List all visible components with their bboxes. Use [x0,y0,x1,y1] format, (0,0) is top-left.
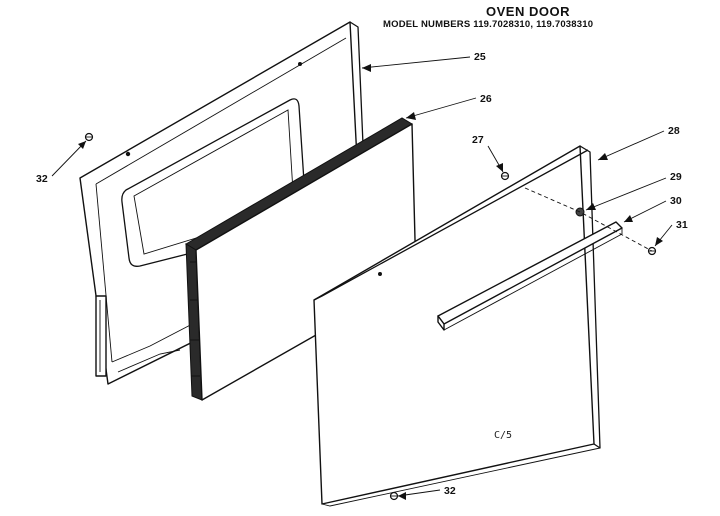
glass-pack-with-gasket [185,117,417,401]
callout-30: 30 [670,195,682,207]
spacer-29 [575,207,585,217]
callout-31: 31 [676,219,688,231]
diagram-title: OVEN DOOR [486,4,570,19]
callout-28: 28 [668,125,680,137]
drawing-code: C/5 [494,430,513,441]
callout-32-bottom: 32 [444,485,456,497]
model-numbers: MODEL NUMBERS 119.7028310, 119.7038310 [383,19,594,30]
leader-lines [51,56,673,500]
callout-25: 25 [474,51,486,63]
screw-27 [500,171,510,181]
callout-26: 26 [480,93,492,105]
callout-29: 29 [670,171,682,183]
door-handle [437,221,623,331]
assembly-axis [524,187,653,252]
screw-32-bottom [389,491,399,501]
callout-27: 27 [472,134,484,146]
screw-32-left [84,132,94,142]
callout-32-left: 32 [36,173,48,185]
